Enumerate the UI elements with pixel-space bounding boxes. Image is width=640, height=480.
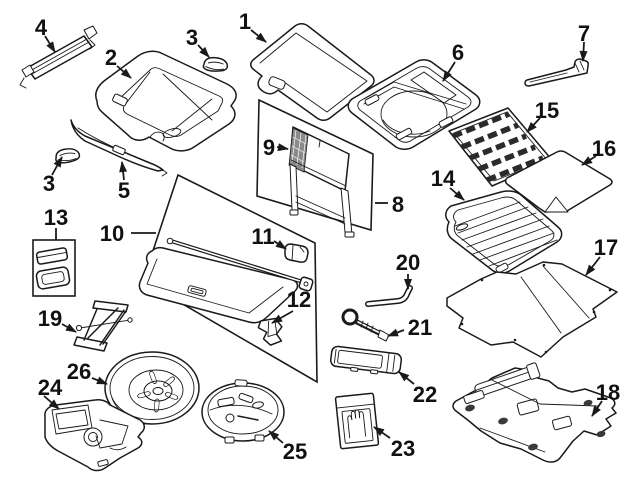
part-2-trim-panel[interactable] [95, 50, 237, 152]
arrowhead [271, 314, 283, 324]
arrowhead [53, 156, 63, 168]
part-21-tow-hook[interactable] [341, 308, 390, 342]
part-7-tool[interactable] [524, 58, 589, 87]
callout-14[interactable]: 14 [431, 166, 456, 191]
callout-5[interactable]: 5 [118, 178, 130, 203]
part-18-floor-panel[interactable] [452, 362, 617, 463]
callout-22[interactable]: 22 [413, 382, 437, 407]
part-11-end-cap[interactable] [284, 243, 309, 263]
callout-1[interactable]: 1 [239, 9, 251, 34]
arrowhead [48, 399, 60, 410]
callout-20[interactable]: 20 [396, 250, 420, 275]
part-3-cap-top[interactable] [202, 55, 230, 74]
callout-24[interactable]: 24 [38, 375, 63, 400]
callout-9[interactable]: 9 [263, 135, 275, 160]
callout-6[interactable]: 6 [452, 40, 464, 65]
arrowhead [398, 371, 410, 382]
callout-8[interactable]: 8 [392, 192, 404, 217]
group-box-13 [32, 239, 76, 297]
arrowhead [275, 240, 287, 250]
callout-13[interactable]: 13 [44, 205, 68, 230]
part-13-cover-kit[interactable] [35, 247, 71, 290]
part-17-load-liner[interactable] [446, 261, 618, 358]
callout-3-left[interactable]: 3 [43, 171, 55, 196]
arrowhead [579, 50, 588, 62]
callout-18[interactable]: 18 [596, 380, 620, 405]
arrowhead [96, 376, 108, 385]
part-14-cargo-tray[interactable] [445, 190, 563, 274]
arrowhead [277, 143, 289, 152]
callout-arrows [43, 29, 603, 444]
callout-2[interactable]: 2 [105, 45, 117, 70]
arrowhead [46, 41, 56, 53]
callout-3-top[interactable]: 3 [186, 25, 198, 50]
group-box-10 [142, 173, 318, 384]
part-25-tool-organizer[interactable] [201, 379, 285, 444]
callout-11[interactable]: 11 [251, 224, 274, 249]
arrowhead [268, 430, 280, 441]
arrowhead [255, 32, 267, 43]
callout-16[interactable]: 16 [592, 136, 616, 161]
arrowhead [585, 264, 596, 276]
part-5-sill-strip[interactable] [70, 119, 168, 177]
part-20-lug-wrench[interactable] [365, 285, 413, 307]
part-22-tool-case[interactable] [329, 345, 403, 377]
part-6-spare-tire-tray[interactable] [347, 59, 481, 150]
callout-10[interactable]: 10 [100, 221, 124, 246]
callout-25[interactable]: 25 [283, 439, 307, 464]
callout-15[interactable]: 15 [535, 98, 559, 123]
arrowhead [404, 279, 412, 290]
arrowhead [387, 328, 399, 337]
callout-19[interactable]: 19 [38, 306, 62, 331]
callout-26[interactable]: 26 [67, 359, 91, 384]
callout-17[interactable]: 17 [594, 235, 618, 260]
part-10-cargo-cover[interactable] [138, 237, 314, 324]
callout-12[interactable]: 12 [287, 287, 311, 312]
part-4-support-rail[interactable] [19, 25, 98, 89]
part-1-load-floor-cover[interactable] [250, 23, 375, 121]
part-24-tool-foam-tray[interactable] [44, 399, 145, 472]
arrowhead [373, 426, 385, 436]
arrowhead [526, 121, 537, 133]
callout-23[interactable]: 23 [391, 436, 415, 461]
group-box-8 [256, 98, 374, 232]
arrowhead [199, 46, 210, 58]
callout-21[interactable]: 21 [408, 315, 432, 340]
part-9-partition-net[interactable] [288, 126, 355, 238]
arrowhead [65, 323, 77, 333]
arrowhead [442, 70, 452, 82]
callout-labels: 1 2 3 3 4 5 6 7 8 9 10 11 12 13 14 15 16… [35, 9, 620, 464]
arrowhead [581, 156, 593, 166]
callout-7[interactable]: 7 [578, 21, 590, 46]
arrowhead [119, 161, 128, 173]
part-19-jack[interactable] [73, 300, 133, 352]
arrowhead [453, 190, 465, 201]
arrowhead [120, 68, 132, 79]
part-16-cargo-mat[interactable] [504, 150, 613, 213]
arrowhead [591, 405, 601, 417]
callout-4[interactable]: 4 [35, 15, 48, 40]
part-23-glove-pouch[interactable] [334, 392, 380, 450]
part-12-mounting-bracket[interactable] [256, 316, 285, 347]
